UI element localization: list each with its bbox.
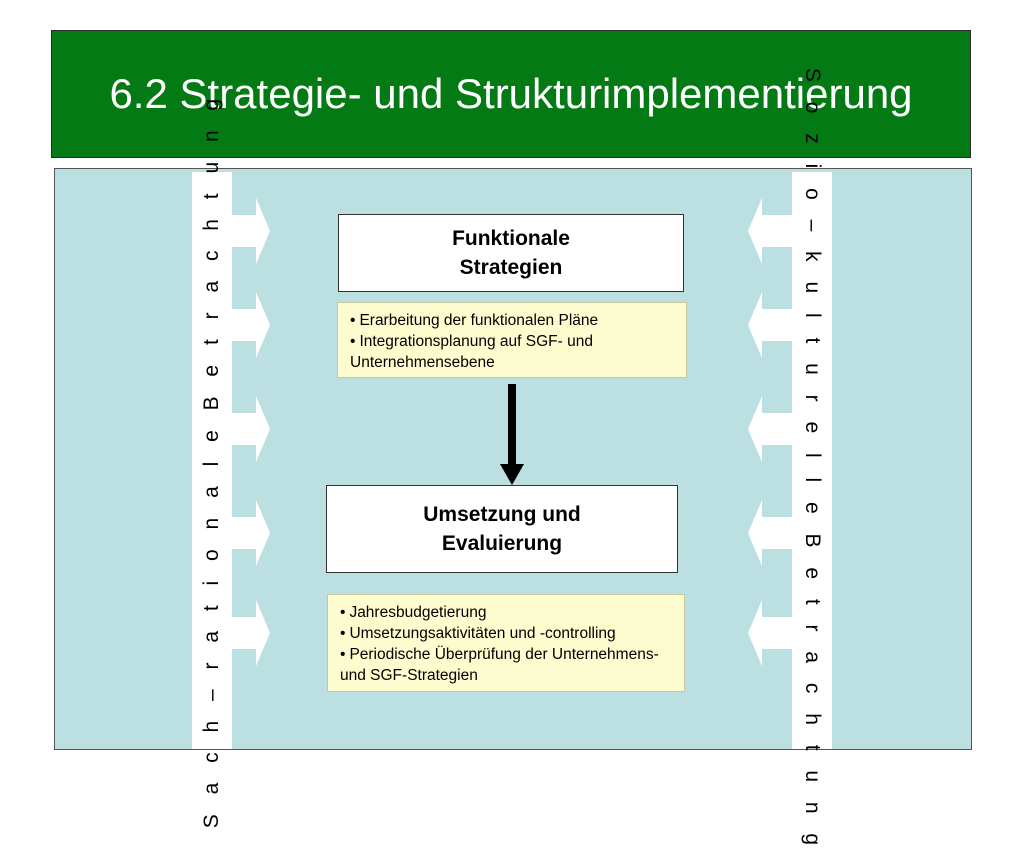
functional-strategies-line2: Strategien [459, 256, 563, 279]
list-item: •Integrationsplanung auf SGF- und Untern… [350, 333, 593, 371]
list-item: •Periodische Überprüfung der Unternehmen… [340, 646, 659, 684]
left-arrow-icon [232, 198, 270, 264]
bullet-icon: • [340, 604, 346, 621]
right-arrow-icon [748, 500, 792, 566]
down-arrow-icon [500, 384, 524, 485]
left-arrow-icon [232, 292, 270, 358]
left-arrow-icon [232, 600, 270, 666]
list-item: •Jahresbudgetierung [340, 604, 487, 621]
list-item: •Umsetzungsaktivitäten und -controlling [340, 625, 616, 642]
right-sidebar-label: S o z i o – k u l t u r e l l e B e t r … [801, 67, 824, 852]
right-arrow-icon [748, 600, 792, 666]
title-bar: 6.2 Strategie- und Strukturimplementieru… [51, 30, 971, 158]
functional-strategies-note: •Erarbeitung der funktionalen Pläne •Int… [337, 302, 687, 378]
left-strip [192, 172, 232, 749]
implementation-evaluation-box: Umsetzung und Evaluierung [326, 485, 678, 573]
functional-strategies-line1: Funktionale [452, 227, 570, 250]
bullet-icon: • [340, 646, 346, 663]
implementation-evaluation-note: •Jahresbudgetierung •Umsetzungsaktivität… [327, 594, 685, 692]
list-item: •Erarbeitung der funktionalen Pläne [350, 312, 599, 329]
right-arrow-icon [748, 292, 792, 358]
implementation-evaluation-line1: Umsetzung und [423, 503, 581, 526]
bullet-icon: • [340, 625, 346, 642]
bullet-icon: • [350, 333, 356, 350]
left-arrow-icon [232, 396, 270, 462]
slide-title: 6.2 Strategie- und Strukturimplementieru… [109, 70, 913, 117]
functional-strategies-box: Funktionale Strategien [338, 214, 684, 292]
left-arrow-icon [232, 500, 270, 566]
left-sidebar-label: S a c h – r a t i o n a l e B e t r a c … [200, 91, 223, 829]
right-arrow-icon [748, 198, 792, 264]
implementation-evaluation-line2: Evaluierung [441, 532, 563, 555]
right-strip [792, 172, 832, 749]
bullet-icon: • [350, 312, 356, 329]
right-arrow-icon [748, 396, 792, 462]
